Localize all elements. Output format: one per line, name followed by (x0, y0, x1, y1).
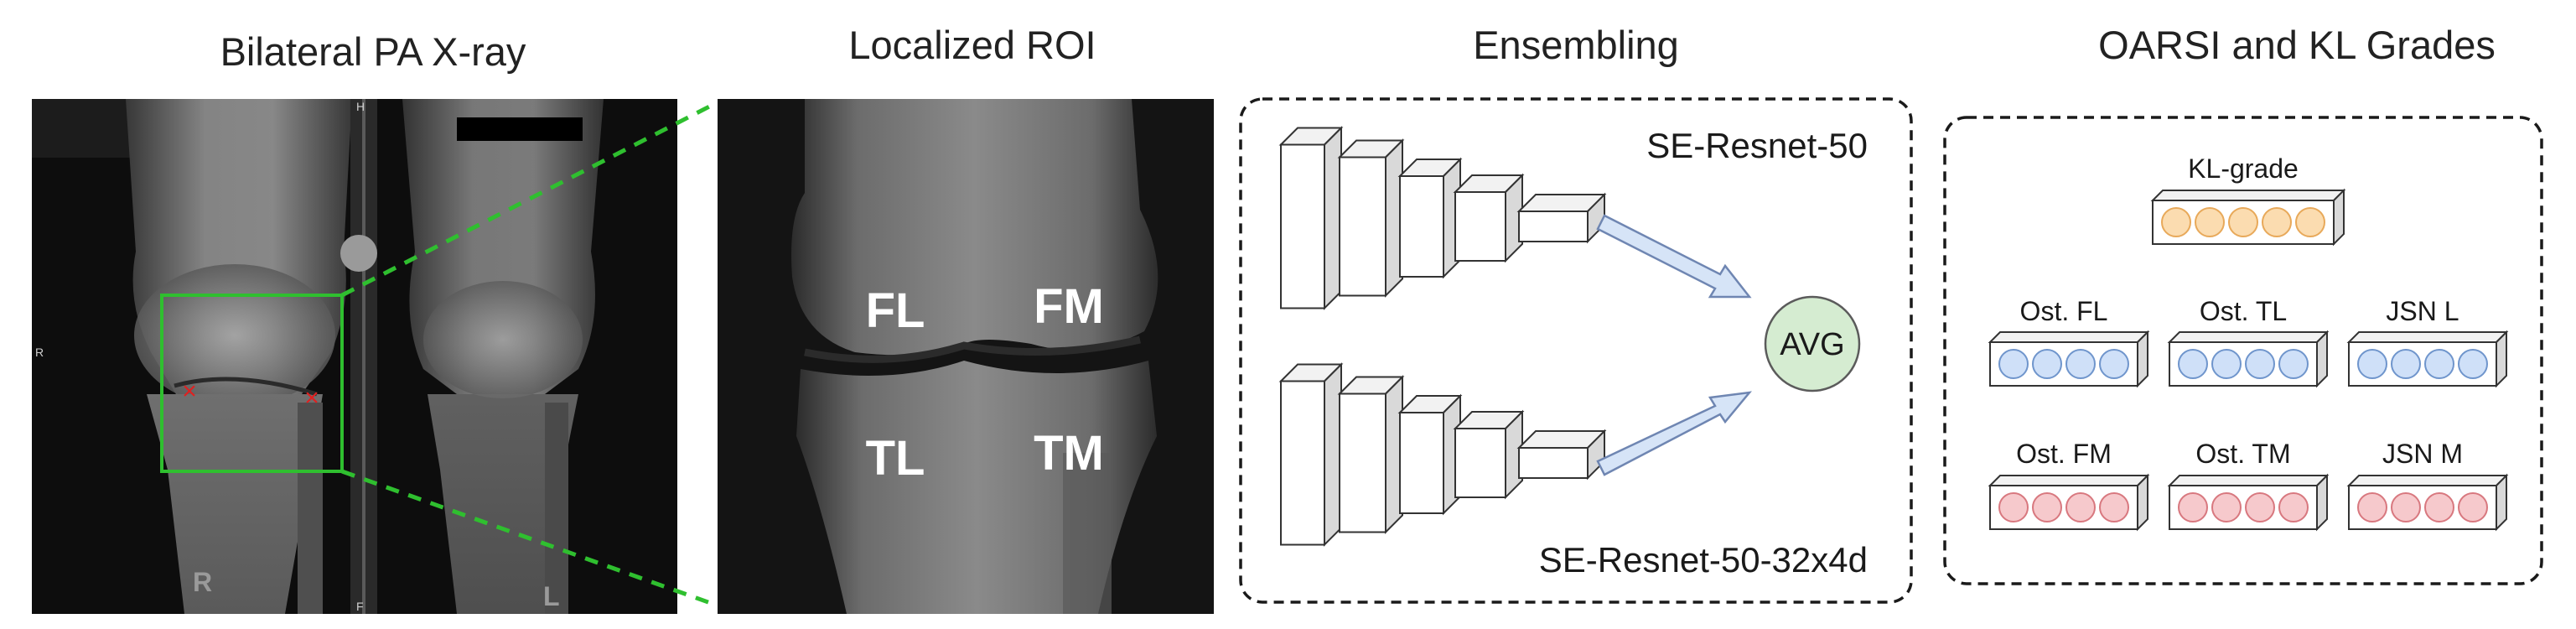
roi-crop-image (718, 99, 1214, 614)
grade-class-circle (2099, 492, 2129, 522)
cnn-layer-front-face (1339, 392, 1386, 533)
block-top-face (1988, 331, 2150, 343)
roi-panel-title: Localized ROI (848, 23, 1096, 67)
arrow-bottom-to-avg (1596, 391, 1752, 476)
grade-class-circle (2228, 207, 2258, 237)
ost-tm-output-block (2167, 473, 2330, 532)
grades-panel-frame (1943, 116, 2543, 585)
ensembling-panel-frame (1239, 97, 1913, 604)
grade-class-circle (2161, 207, 2191, 237)
grade-class-circle (2211, 349, 2242, 379)
grade-class-circle (2424, 349, 2454, 379)
model-top-label: SE-Resnet-50 (1646, 126, 1868, 165)
grade-class-circle (1998, 349, 2029, 379)
xray-side-marker: R (35, 346, 44, 359)
grade-class-circle (2391, 349, 2421, 379)
cnn-layer-front-face (1339, 156, 1386, 297)
cnn-layer-front-face (1280, 143, 1325, 309)
jsn-m-output-block (2346, 473, 2509, 532)
block-side-face (2333, 188, 2345, 247)
grade-class-circle (2178, 492, 2208, 522)
ost-tl-output-block (2167, 330, 2330, 388)
avg-node-label: AVG (1780, 327, 1844, 362)
block-top-face (2346, 475, 2509, 486)
kl-grade-label: KL-grade (2188, 153, 2299, 184)
grade-class-circle (2278, 492, 2309, 522)
grade-class-circle (2099, 349, 2129, 379)
grade-class-circle (2065, 349, 2096, 379)
grade-class-circle (2245, 349, 2275, 379)
grade-class-circle (2357, 492, 2387, 522)
landmark-marker-lateral: × (182, 377, 197, 405)
ost-fl-output-block (1988, 330, 2150, 388)
block-side-face (2496, 330, 2507, 388)
roi-label-tm: TM (1034, 426, 1104, 481)
jsn-l-output-block (2346, 330, 2509, 388)
cnn-layer-front-face (1454, 191, 1506, 262)
lead-marker-right: R (193, 567, 212, 597)
ost-fm-label: Ost. FM (2016, 439, 2112, 469)
model-bottom-label: SE-Resnet-50-32x4d (1539, 540, 1868, 580)
grade-class-circle (1998, 492, 2029, 522)
cnn-layer-front-face (1518, 447, 1589, 479)
grade-class-circle (2458, 349, 2488, 379)
grade-class-circle (2195, 207, 2225, 237)
grade-class-circle (2245, 492, 2275, 522)
roi-label-tl: TL (866, 431, 925, 486)
grade-class-circle (2178, 349, 2208, 379)
ruler-top-marker: H (356, 100, 365, 113)
ensembling-panel-title: Ensembling (1473, 23, 1679, 67)
block-side-face (2137, 330, 2148, 388)
block-side-face (2316, 473, 2328, 532)
lead-marker-left: L (543, 581, 560, 611)
cnn-layer-front-face (1280, 380, 1325, 546)
ost-tl-label: Ost. TL (2200, 296, 2287, 326)
block-side-face (2496, 473, 2507, 532)
cnn-layer-front-face (1399, 175, 1444, 278)
cnn-stack-bottom (1278, 362, 1607, 547)
roi-label-fm: FM (1034, 279, 1104, 334)
grade-class-circle (2065, 492, 2096, 522)
grade-class-circle (2458, 492, 2488, 522)
arrow-top-to-avg (1596, 214, 1752, 299)
grades-panel-title: OARSI and KL Grades (2098, 23, 2496, 67)
ost-fm-output-block (1988, 473, 2150, 532)
grade-class-circle (2262, 207, 2292, 237)
xray-panel-title: Bilateral PA X-ray (220, 29, 526, 74)
grade-class-circle (2032, 349, 2062, 379)
block-side-face (2137, 473, 2148, 532)
avg-node (1764, 295, 1861, 392)
grade-class-circle (2211, 492, 2242, 522)
ost-fl-label: Ost. FL (2020, 296, 2108, 326)
cnn-layer-front-face (1454, 428, 1506, 498)
cnn-stack-top (1278, 126, 1607, 310)
block-top-face (2346, 331, 2509, 343)
grade-class-circle (2391, 492, 2421, 522)
block-top-face (1988, 475, 2150, 486)
landmark-marker-medial: × (304, 384, 319, 412)
roi-bounding-box (160, 294, 344, 473)
grade-class-circle (2032, 492, 2062, 522)
jsn-l-label: JSN L (2386, 296, 2459, 326)
block-top-face (2150, 190, 2346, 201)
ost-tm-label: Ost. TM (2195, 439, 2290, 469)
roi-label-fl: FL (866, 283, 925, 338)
ruler-bottom-marker: F (356, 600, 364, 613)
grade-class-circle (2278, 349, 2309, 379)
zoom-connector-bottom (341, 469, 718, 608)
cnn-layer-front-face (1518, 211, 1589, 242)
block-top-face (2167, 475, 2330, 486)
bilateral-xray-image (32, 99, 677, 614)
grade-class-circle (2424, 492, 2454, 522)
block-side-face (2316, 330, 2328, 388)
block-top-face (2167, 331, 2330, 343)
cnn-layer-front-face (1399, 412, 1444, 514)
grade-class-circle (2295, 207, 2325, 237)
grade-class-circle (2357, 349, 2387, 379)
kl-grade-output-block (2150, 188, 2346, 247)
jsn-m-label: JSN M (2382, 439, 2463, 469)
